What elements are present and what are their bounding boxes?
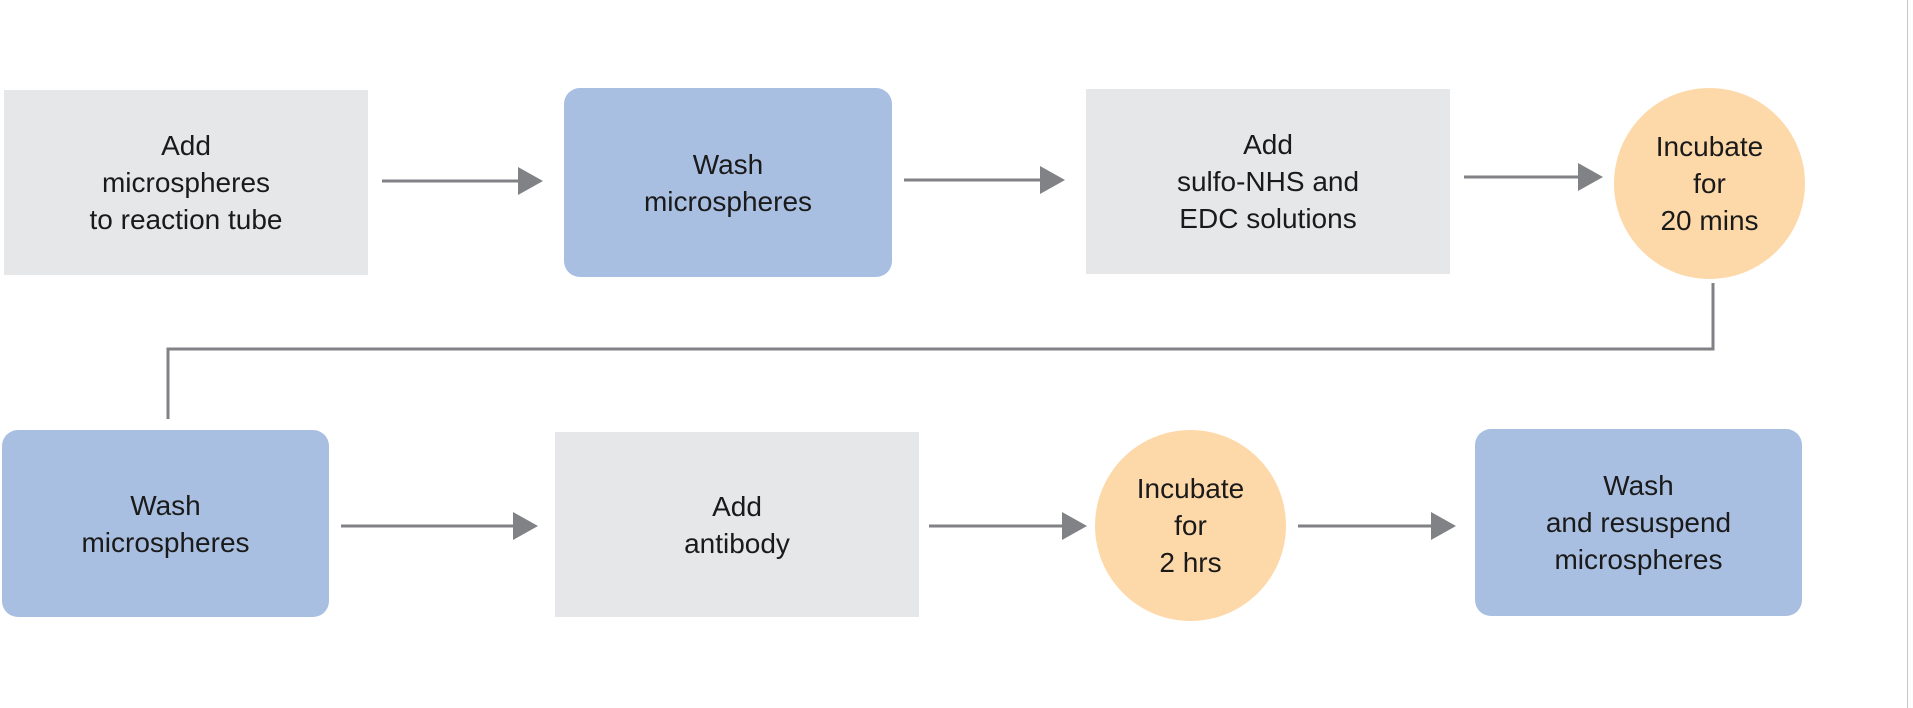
step-add-microspheres: Add microspheres to reaction tube [4,90,368,275]
step-add-sulfo-nhs-edc: Add sulfo-NHS and EDC solutions [1086,89,1450,274]
step-add-microspheres-line-1: Add [161,130,211,161]
step-incubate-2-hrs: Incubate for 2 hrs [1095,430,1286,621]
step-wash-microspheres-2-line-1: Wash [130,489,201,521]
arrow-1-head [518,167,543,195]
step-incubate-2-hrs-line-3: 2 hrs [1159,547,1222,578]
step-add-microspheres-line-3: to reaction tube [89,204,283,235]
step-incubate-2-hrs-line-2: for [1174,510,1207,541]
step-wash-microspheres-2: Wash microspheres [2,430,329,617]
step-incubate-20-mins: Incubate for 20 mins [1614,88,1805,279]
step-add-antibody-line-1: Add [712,490,762,522]
step-incubate-20-mins-line-3: 20 mins [1660,205,1759,236]
arrow-2-head [1040,166,1065,194]
step-incubate-20-mins-line-2: for [1693,168,1726,199]
step-add-antibody: Add antibody [555,432,919,617]
step-wash-microspheres-2-line-2: microspheres [81,526,250,558]
step-wash-and-resuspend-line-3: microspheres [1554,544,1723,575]
step-wash-and-resuspend-line-1: Wash [1603,470,1674,501]
step-wash-microspheres-1: Wash microspheres [564,88,892,277]
step-add-sulfo-nhs-edc-line-3: EDC solutions [1179,203,1357,234]
arrow-4-head [513,512,538,540]
step-add-antibody-line-2: antibody [684,527,790,559]
arrow-5-head [1062,512,1087,540]
step-incubate-2-hrs-line-1: Incubate [1136,473,1245,504]
right-edge-strip [1907,0,1913,708]
step-add-sulfo-nhs-edc-line-2: sulfo-NHS and [1176,166,1360,197]
arrow-3-head [1578,163,1603,191]
step-incubate-20-mins-line-1: Incubate [1655,131,1764,162]
arrow-6-head [1431,512,1456,540]
step-wash-microspheres-1-line-2: microspheres [643,185,813,217]
step-add-microspheres-line-2: microspheres [101,167,271,198]
step-wash-and-resuspend: Wash and resuspend microspheres [1475,429,1802,616]
step-wash-and-resuspend-line-2: and resuspend [1545,507,1732,538]
step-wash-microspheres-1-line-1: Wash [692,148,764,180]
step-add-sulfo-nhs-edc-line-1: Add [1243,129,1293,160]
row-connector-line [166,283,1715,419]
